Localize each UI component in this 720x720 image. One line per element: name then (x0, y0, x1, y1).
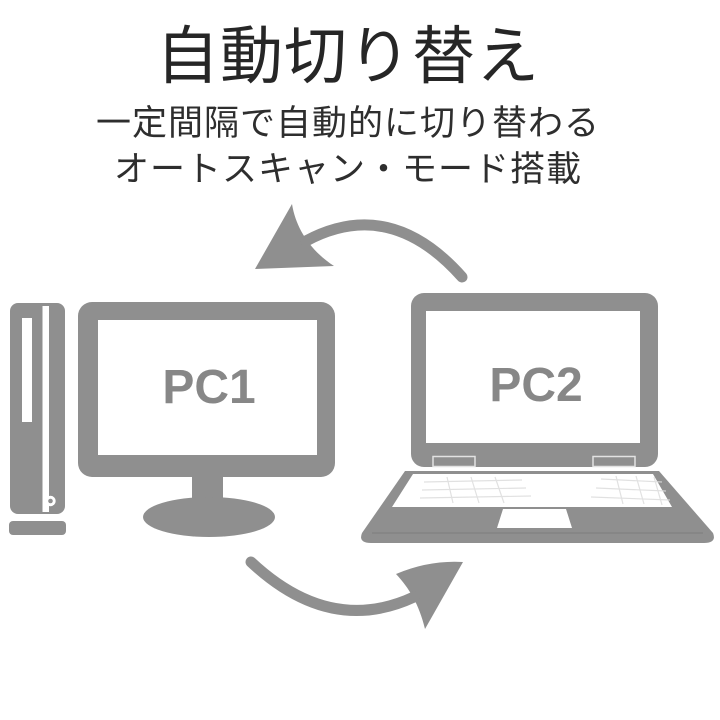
subtitle-line-1: 一定間隔で自動的に切り替わる (95, 103, 600, 143)
tower-base (9, 521, 66, 535)
curved-arrow-to-right-icon (245, 556, 420, 616)
curved-arrow-to-right-icon-head (396, 561, 463, 629)
curved-arrow-to-left-icon-head (255, 204, 334, 269)
arrow-arcs (245, 219, 468, 616)
tower-body (10, 303, 65, 514)
laptop-key-lines (419, 475, 671, 506)
laptop-touchpad (497, 509, 572, 528)
header: 自動切り替え 一定間隔で自動的に切り替わる オートスキャン・モード搭載 (0, 0, 696, 193)
laptop-hinge-right (592, 455, 636, 468)
laptop-screen (426, 311, 640, 443)
monitor-foot (143, 497, 275, 537)
diagram-shapes (9, 204, 714, 629)
tower-panel-divider (42, 306, 49, 512)
subtitle-line-2: オートスキャン・モード搭載 (113, 149, 582, 189)
curved-arrow-to-left-icon (300, 219, 468, 283)
pc1-label: PC1 (162, 361, 255, 414)
monitor-neck (192, 470, 223, 502)
tower-drive-slot (22, 318, 32, 422)
monitor-screen (98, 320, 317, 455)
tower-power-button (48, 498, 53, 504)
laptop-keyboard-area (392, 474, 672, 507)
monitor-icon (78, 302, 335, 537)
desktop-tower-icon (9, 303, 66, 535)
page-title: 自動切り替え (156, 22, 540, 92)
laptop-icon (361, 293, 714, 543)
pc2-label: PC2 (489, 359, 582, 412)
laptop-hinge-left (432, 455, 476, 468)
